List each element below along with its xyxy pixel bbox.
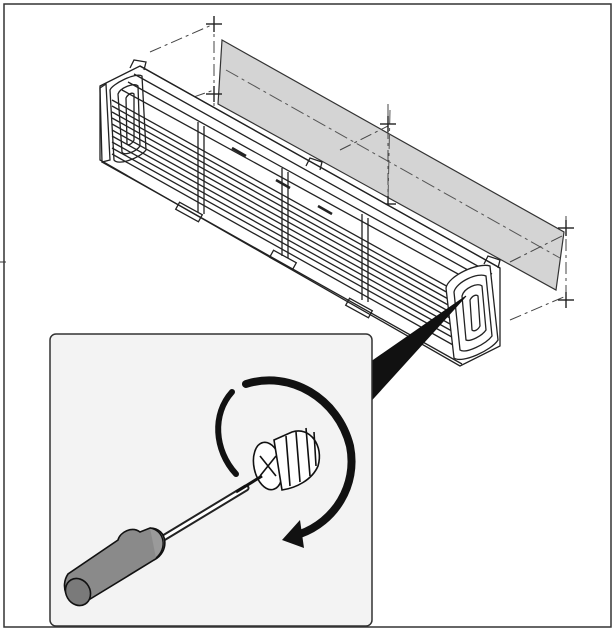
figure-border — [3, 3, 612, 628]
screwdriver-icon — [63, 474, 263, 607]
rotation-arrow-icon — [215, 376, 356, 548]
screw-detail-inset — [49, 333, 373, 627]
alignment-crosshairs — [206, 16, 574, 308]
air-grille-unit — [99, 59, 501, 367]
